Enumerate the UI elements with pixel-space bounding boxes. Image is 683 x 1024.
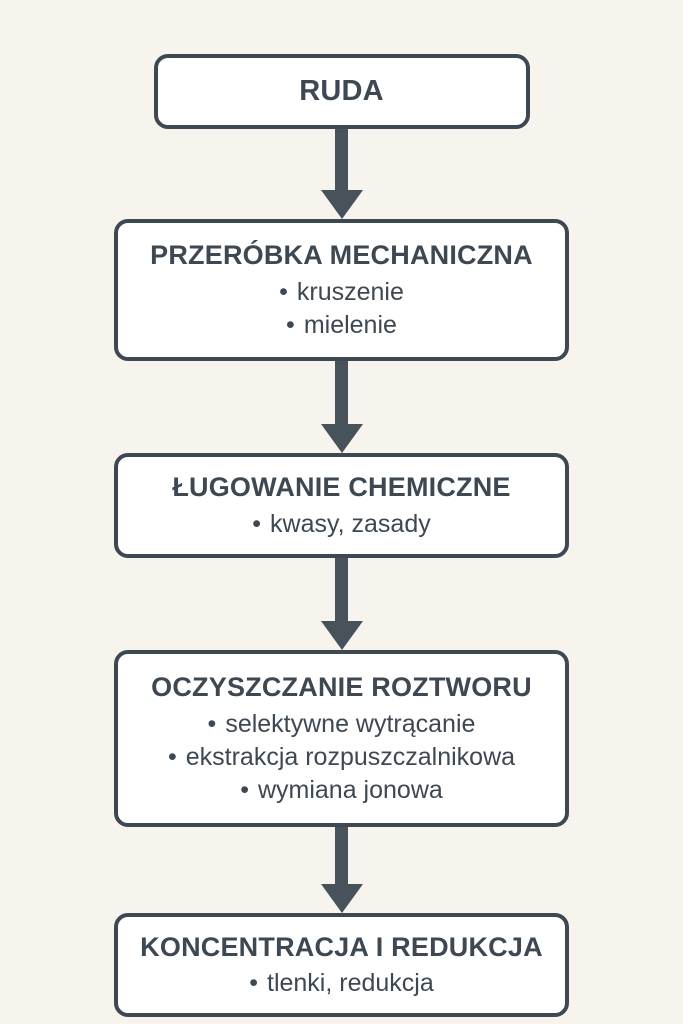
down-arrow-icon <box>320 129 363 219</box>
node-title: ŁUGOWANIE CHEMICZNE <box>172 472 511 503</box>
arrow-shaft <box>335 558 348 621</box>
node-title: OCZYSZCZANIE ROZTWORU <box>151 672 532 703</box>
bullet-item: • wymiana jonowa <box>168 774 515 807</box>
flow-node-koncentracja-i-redukcja: KONCENTRACJA I REDUKCJA • tlenki, redukcj… <box>114 913 569 1017</box>
arrow-shaft <box>335 129 348 190</box>
bullet-dot: • <box>167 742 177 771</box>
bullet-dot: • <box>249 969 258 998</box>
node-bullet-list: • tlenki, redukcja <box>249 967 434 1000</box>
flow-node-przerobka-mechaniczna: PRZERÓBKA MECHANICZNA •kruszenie •mielen… <box>114 219 569 361</box>
arrow-shaft <box>335 361 348 424</box>
arrow-head <box>320 190 363 219</box>
bullet-text: tlenki, redukcja <box>267 969 434 998</box>
bullet-dot: • <box>207 709 217 738</box>
node-bullet-list: •kruszenie •mielenie <box>279 276 404 342</box>
bullet-text: selektywne wytrącanie <box>225 709 476 738</box>
bullet-text: wymiana jonowa <box>257 775 443 804</box>
bullet-text: ekstrakcja rozpuszczalnikowa <box>185 742 516 771</box>
bullet-dot: • <box>240 775 249 804</box>
node-bullet-list: • kwasy, zasady <box>252 508 430 541</box>
node-title: KONCENTRACJA I REDUKCJA <box>140 931 543 962</box>
down-arrow-icon <box>320 827 363 913</box>
bullet-text: kwasy, zasady <box>270 509 431 538</box>
arrow-shaft <box>335 827 348 884</box>
bullet-item: • ekstrakcja rozpuszczalnikowa <box>168 741 515 774</box>
bullet-item: • mielenie <box>279 309 404 342</box>
bullet-item: • kruszenie <box>279 276 404 309</box>
flow-node-lugowanie-chemiczne: ŁUGOWANIE CHEMICZNE • kwasy, zasady <box>114 453 569 558</box>
bullet-dot: • <box>286 310 295 339</box>
bullet-text: mielenie <box>303 310 397 339</box>
node-title: RUDA <box>299 74 384 107</box>
flow-node-oczyszczanie-roztworu: OCZYSZCZANIE ROZTWORU • selektywne wytrąc… <box>114 650 569 827</box>
flow-node-ruda: RUDA <box>153 54 530 129</box>
bullet-item: • selektywne wytrącanie <box>168 708 515 741</box>
down-arrow-icon <box>320 558 363 650</box>
node-bullet-list: • selektywne wytrącanie • ekstrakcja rozpu… <box>168 708 515 807</box>
down-arrow-icon <box>320 361 363 453</box>
arrow-head <box>320 884 363 913</box>
bullet-text: kruszenie <box>296 277 404 306</box>
bullet-dot: • <box>279 277 288 306</box>
bullet-item: • kwasy, zasady <box>252 508 430 541</box>
bullet-dot: • <box>252 509 262 538</box>
node-title: PRZERÓBKA MECHANICZNA <box>150 240 533 271</box>
bullet-item: • tlenki, redukcja <box>249 967 434 1000</box>
arrow-head <box>320 424 363 453</box>
arrow-head <box>320 621 363 650</box>
